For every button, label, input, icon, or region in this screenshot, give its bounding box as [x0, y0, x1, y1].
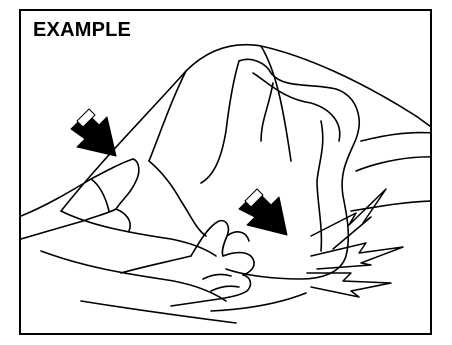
seat-back	[61, 45, 432, 211]
push-arrow-icon	[71, 109, 116, 156]
push-arrow-icon	[239, 189, 287, 235]
seat-illustration	[21, 11, 432, 335]
illustration-frame: EXAMPLE	[19, 9, 432, 335]
left-hand	[21, 159, 206, 239]
seat-side	[351, 133, 432, 211]
